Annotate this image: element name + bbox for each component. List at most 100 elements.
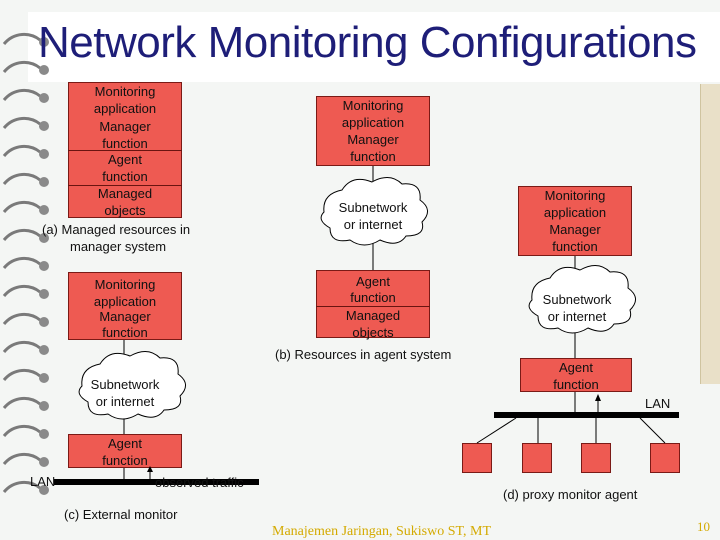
panel-c-manager-line-2: application: [93, 294, 157, 309]
panel-c-agent-line-1: Agent: [108, 436, 142, 451]
panel-b-manager-line-2: application: [341, 115, 405, 130]
panel-d-lan-label: LAN: [645, 396, 671, 411]
panel-c-manager-line-4: function: [102, 325, 148, 340]
binding-hole: [39, 65, 49, 75]
panel-c-cloud: [78, 351, 186, 420]
panel-d-manager-line-2: application: [543, 205, 607, 220]
panel-d-manager-line-4: function: [552, 239, 598, 254]
panel-d-branch-4: [639, 417, 666, 444]
binding-ring: [2, 453, 41, 466]
panel-a-line-2: application: [93, 101, 157, 116]
panel-d-host-4: [650, 443, 680, 473]
panel-d-cloud-line-1: Subnetwork: [542, 292, 612, 307]
panel-a-sep-2: [68, 185, 182, 186]
panel-a-line-8: objects: [104, 203, 146, 218]
binding-ring: [2, 285, 41, 298]
panel-a-line-1: Monitoring: [94, 84, 156, 99]
binding-ring: [2, 397, 41, 410]
panel-d-manager-line-1: Monitoring: [544, 188, 606, 203]
panel-c-cloud-line-2: or internet: [95, 394, 155, 409]
panel-a-line-6: function: [102, 169, 148, 184]
binding-hole: [39, 233, 49, 243]
panel-b-agent-line-3: Managed: [345, 308, 401, 323]
panel-d-caption: (d) proxy monitor agent: [503, 487, 638, 502]
binding-hole: [39, 457, 49, 467]
binding-hole: [39, 317, 49, 327]
binding-ring: [2, 229, 41, 242]
panel-d-cloud: [528, 265, 636, 334]
binding-hole: [39, 373, 49, 383]
binding-ring: [2, 173, 41, 186]
binding-hole: [39, 429, 49, 439]
panel-d-agent-box: [520, 358, 632, 392]
panel-c-agent-line-2: function: [102, 453, 148, 468]
panel-d-agent-line-1: Agent: [559, 360, 593, 375]
panel-a-line-5: Agent: [108, 152, 142, 167]
panel-d-host-1: [462, 443, 492, 473]
panel-b-manager-line-1: Monitoring: [342, 98, 404, 113]
panel-a-line-4: function: [102, 136, 148, 151]
panel-a-line-7: Managed: [97, 186, 153, 201]
panel-c-traffic-arrowhead: [147, 466, 153, 472]
panel-b-manager-line-3: Manager: [347, 132, 399, 147]
panel-b-cloud: [320, 177, 428, 246]
panel-c-manager-line-1: Monitoring: [94, 277, 156, 292]
binding-ring: [2, 117, 41, 130]
panel-b-agent-sep: [316, 306, 430, 307]
decorative-side-strip: [700, 84, 720, 384]
panel-d-traffic-arrowhead: [595, 394, 601, 401]
binding-hole: [39, 345, 49, 355]
panel-d-branch-1: [476, 417, 517, 444]
binding-hole: [39, 401, 49, 411]
panel-c-agent-box: [68, 434, 182, 468]
binding-hole: [39, 261, 49, 271]
panel-b-agent-line-1: Agent: [356, 274, 390, 289]
binding-ring: [2, 201, 41, 214]
panel-b-caption: (b) Resources in agent system: [275, 347, 452, 362]
binding-hole: [39, 149, 49, 159]
panel-b-cloud-line-1: Subnetwork: [338, 200, 408, 215]
binding-ring: [2, 145, 41, 158]
panel-a-line-3: Manager: [99, 119, 151, 134]
panel-c-caption: (c) External monitor: [64, 507, 178, 522]
panel-c-traffic-label: observed traffic: [155, 475, 244, 490]
panel-a-caption-1: (a) Managed resources in: [42, 222, 191, 237]
panel-b-agent-box: [316, 270, 430, 338]
panel-b-cloud-line-2: or internet: [343, 217, 403, 232]
binding-ring: [2, 369, 41, 382]
binding-hole: [39, 205, 49, 215]
slide-title: Network Monitoring Configurations: [38, 18, 697, 67]
binding-ring: [2, 313, 41, 326]
panel-c-manager-line-3: Manager: [99, 309, 151, 324]
panel-c-manager-box: [68, 272, 182, 340]
binding-hole: [39, 289, 49, 299]
panel-c-cloud-line-1: Subnetwork: [90, 377, 160, 392]
binding-ring: [2, 341, 41, 354]
footer-text: Manajemen Jaringan, Sukiswo ST, MT: [272, 524, 492, 539]
title-area: [28, 12, 720, 82]
panel-b-agent-line-2: function: [350, 290, 396, 305]
binding-hole: [39, 93, 49, 103]
binding-ring: [2, 61, 41, 74]
panel-d-host-3: [581, 443, 611, 473]
binding-hole: [39, 121, 49, 131]
panel-d-host-2: [522, 443, 552, 473]
panel-c-lan-label: LAN: [30, 474, 56, 489]
binding-ring: [2, 481, 41, 494]
panel-c-lan-bus: [54, 479, 259, 485]
panel-d-manager-line-3: Manager: [549, 222, 601, 237]
panel-d-agent-line-2: function: [553, 377, 599, 392]
binding-hole: [39, 177, 49, 187]
binding-ring: [2, 33, 41, 46]
panel-b-agent-line-4: objects: [352, 325, 394, 340]
binding-hole: [39, 485, 49, 495]
panel-b-manager-line-4: function: [350, 149, 396, 164]
binding-ring: [2, 89, 41, 102]
panel-a-sep-1: [68, 150, 182, 151]
panel-d-manager-box: [518, 186, 632, 256]
binding-ring: [2, 425, 41, 438]
panel-d-lan-bus: [494, 412, 679, 418]
binding-hole: [39, 37, 49, 47]
